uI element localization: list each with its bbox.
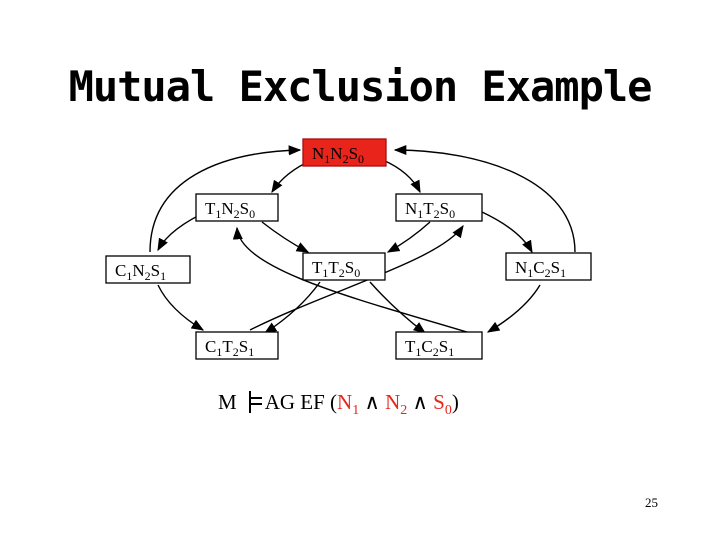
node-n1c2s1: N1C2S1 <box>505 252 592 281</box>
formula-and-2: ∧ <box>412 390 428 414</box>
edge-n1c2s1-t1c2s1 <box>486 284 541 333</box>
svg-text:C1N2S1: C1N2S1 <box>115 261 166 283</box>
edge-n1n2s0-n1t2s0 <box>382 159 421 194</box>
svg-text:N1T2S0: N1T2S0 <box>405 199 455 221</box>
node-c1t2s1: C1T2S1 <box>195 331 279 360</box>
nodes: N1N2S0 T1N2S0 N1T2S0 C1N2S1 T1T2S0 N1C2S… <box>105 138 592 360</box>
node-t1t2s0: T1T2S0 <box>302 252 386 281</box>
edge-t1t2s0-t1c2s1 <box>369 281 426 334</box>
edge-c1n2s1-c1t2s1 <box>157 284 205 331</box>
formula-close: ) <box>451 390 459 414</box>
formula-s0: S0 <box>433 390 452 419</box>
models-turnstile-icon <box>247 391 263 413</box>
node-t1n2s0: T1N2S0 <box>195 193 279 222</box>
svg-text:T1T2S0: T1T2S0 <box>312 258 360 280</box>
node-n1n2s0: N1N2S0 <box>302 138 387 167</box>
edge-t1n2s0-t1t2s0 <box>261 221 310 253</box>
edge-n1c2s1-n1n2s0 <box>393 144 576 253</box>
edges <box>149 144 576 334</box>
node-n1t2s0: N1T2S0 <box>395 193 483 222</box>
edge-t1c2s1-t1n2s0 <box>232 226 471 334</box>
page-number: 25 <box>645 495 658 510</box>
edge-n1t2s0-t1t2s0 <box>386 221 431 253</box>
formula-n2: N2 <box>385 390 408 419</box>
formula-n1: N1 <box>337 390 360 419</box>
node-t1c2s1: T1C2S1 <box>395 331 483 360</box>
ctl-formula: M AG EF (N1 ∧ N2 ∧ S0) <box>218 390 459 419</box>
formula-model: M <box>218 390 237 414</box>
edge-n1t2s0-n1c2s1 <box>481 211 533 254</box>
svg-text:C1T2S1: C1T2S1 <box>205 337 254 359</box>
svg-text:N1N2S0: N1N2S0 <box>312 144 364 166</box>
svg-text:T1C2S1: T1C2S1 <box>405 337 454 359</box>
edge-t1t2s0-c1t2s1 <box>263 281 321 334</box>
node-c1n2s1: C1N2S1 <box>105 255 191 284</box>
svg-text:N1C2S1: N1C2S1 <box>515 258 566 280</box>
svg-text:T1N2S0: T1N2S0 <box>205 199 255 221</box>
edge-c1n2s1-n1n2s0 <box>149 145 302 253</box>
formula-and-1: ∧ <box>364 390 380 414</box>
formula-operators: AG EF ( <box>264 390 338 414</box>
slide-title: Mutual Exclusion Example <box>68 62 653 111</box>
